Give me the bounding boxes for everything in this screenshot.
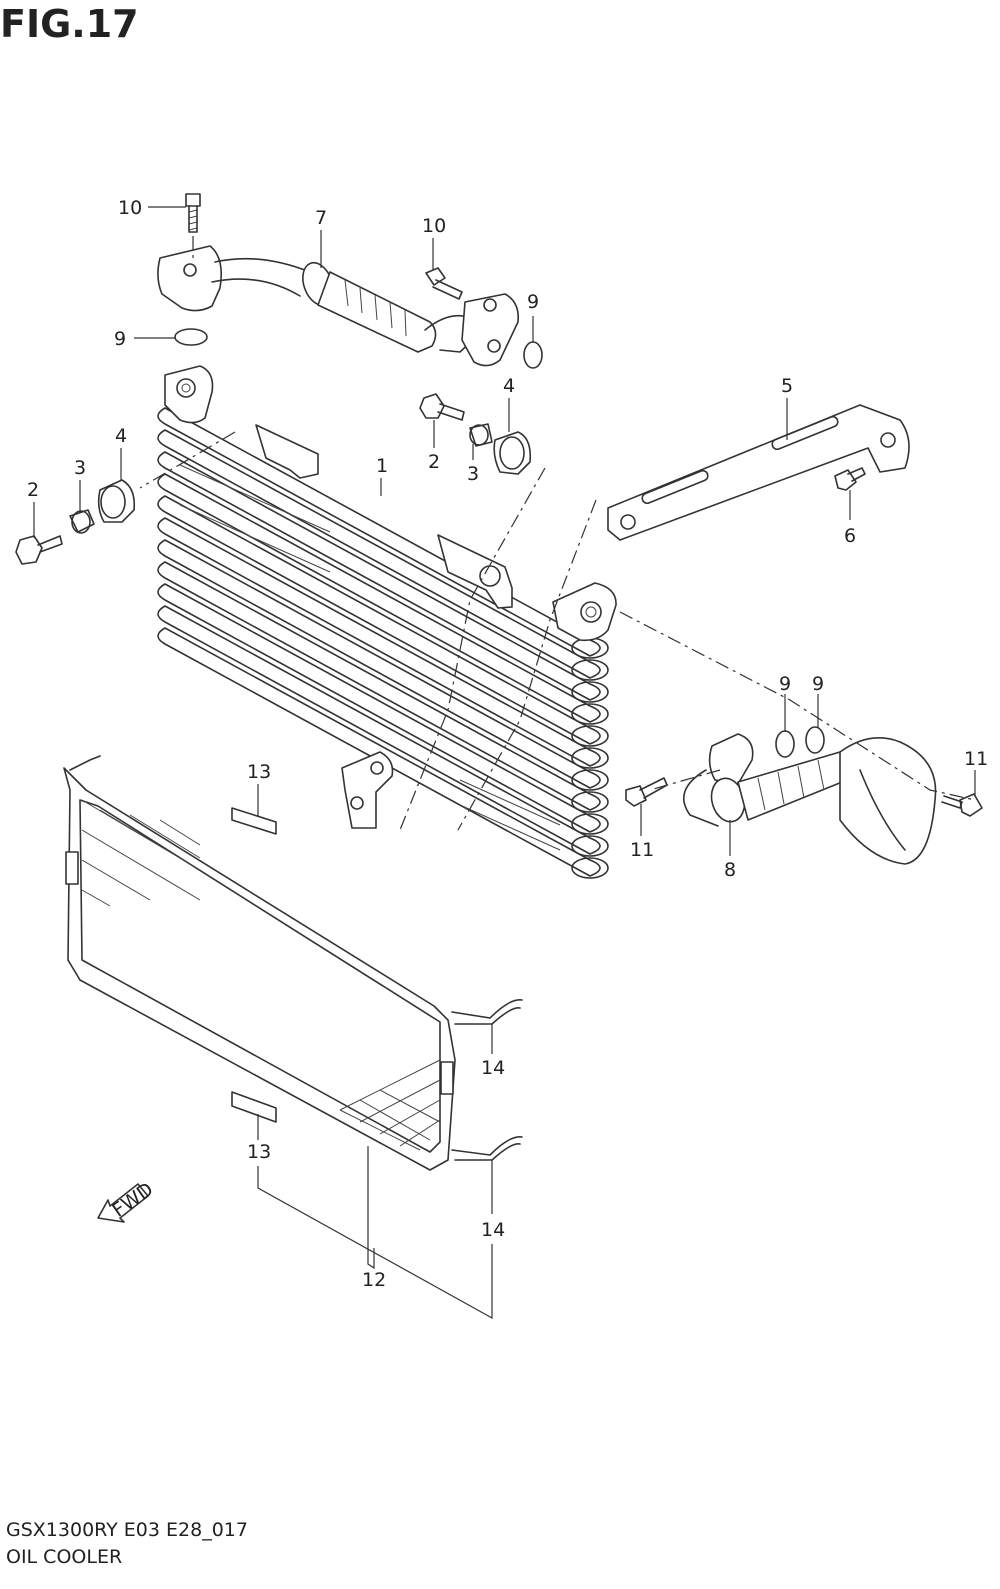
callout-10b: 10 xyxy=(422,215,446,237)
callout-9d: 9 xyxy=(812,673,824,695)
leader-lines xyxy=(33,206,976,1320)
cooler-fin xyxy=(157,605,601,855)
figure-name: OIL COOLER xyxy=(6,1546,123,1568)
bolt-6 xyxy=(834,467,866,491)
bolt-11-left xyxy=(625,777,668,807)
fwd-arrow-icon: FWD xyxy=(97,1178,157,1223)
cooler-fin xyxy=(157,473,601,723)
callout-1: 1 xyxy=(376,455,388,477)
o-ring-9-lower-b xyxy=(805,726,825,754)
cooler-fin-end xyxy=(571,637,609,659)
cooler-fin-end xyxy=(571,681,609,703)
bracket-5 xyxy=(607,404,910,541)
callout-9b: 9 xyxy=(114,328,126,350)
callout-3b: 3 xyxy=(467,463,479,485)
cushion-13-upper xyxy=(231,807,277,835)
fwd-label: FWD xyxy=(108,1178,157,1221)
bolt-10-upper-right xyxy=(425,267,463,300)
cooler-fin-end xyxy=(571,791,609,813)
cooler-fin-end xyxy=(571,857,609,879)
cooler-fin xyxy=(157,517,601,767)
cooler-fin-end xyxy=(571,703,609,725)
upper-oil-hose xyxy=(157,245,520,367)
oil-cooler-core xyxy=(157,365,617,879)
screen-guard-12 xyxy=(63,755,523,1171)
callout-4b: 4 xyxy=(503,375,515,397)
cooler-fin-end xyxy=(571,813,609,835)
callout-11a: 11 xyxy=(630,839,654,861)
lower-oil-hose xyxy=(683,733,937,865)
callout-14b: 14 xyxy=(481,1219,505,1241)
cooler-fin xyxy=(157,495,601,745)
cooler-fin xyxy=(157,539,601,789)
callout-9a: 9 xyxy=(527,291,539,313)
cooler-fin-end xyxy=(571,659,609,681)
cushion-13-lower xyxy=(231,1091,277,1123)
callout-2b: 2 xyxy=(428,451,440,473)
figure-title: FIG.17 xyxy=(0,2,139,46)
callout-13a: 13 xyxy=(247,761,271,783)
cooler-fin-end xyxy=(571,725,609,747)
o-ring-9-upper-right xyxy=(523,341,543,369)
o-ring-9-lower-a xyxy=(775,730,795,758)
cooler-fin xyxy=(157,561,601,811)
callout-11b: 11 xyxy=(964,748,988,770)
callout-7: 7 xyxy=(315,207,327,229)
callout-10a: 10 xyxy=(118,197,142,219)
cooler-fin xyxy=(157,407,601,657)
cooler-fin-end xyxy=(571,747,609,769)
callout-14a: 14 xyxy=(481,1057,505,1079)
bolt-11-right xyxy=(941,793,983,817)
callout-6: 6 xyxy=(844,525,856,547)
cooler-fin xyxy=(157,627,601,877)
cooler-fin xyxy=(157,451,601,701)
cooler-fin-end xyxy=(571,835,609,857)
callout-9c: 9 xyxy=(779,673,791,695)
cooler-fin xyxy=(157,429,601,679)
callout-2a: 2 xyxy=(27,479,39,501)
cooler-fin xyxy=(157,583,601,833)
cooler-fin-end xyxy=(571,769,609,791)
callout-4a: 4 xyxy=(115,425,127,447)
callout-13b: 13 xyxy=(247,1141,271,1163)
mount-right-group xyxy=(419,393,532,475)
callout-3a: 3 xyxy=(74,457,86,479)
callouts: 10 7 10 9 9 4 4 5 2 3 2 3 1 6 9 9 11 11 … xyxy=(27,197,988,1291)
callout-5: 5 xyxy=(781,375,793,397)
callout-8: 8 xyxy=(724,859,736,881)
figure-code: GSX1300RY E03 E28_017 xyxy=(6,1519,248,1541)
callout-12: 12 xyxy=(362,1269,386,1291)
mount-left-group xyxy=(15,479,136,565)
o-ring-9-upper-left xyxy=(174,328,208,346)
bolt-10-upper-left xyxy=(185,193,201,233)
